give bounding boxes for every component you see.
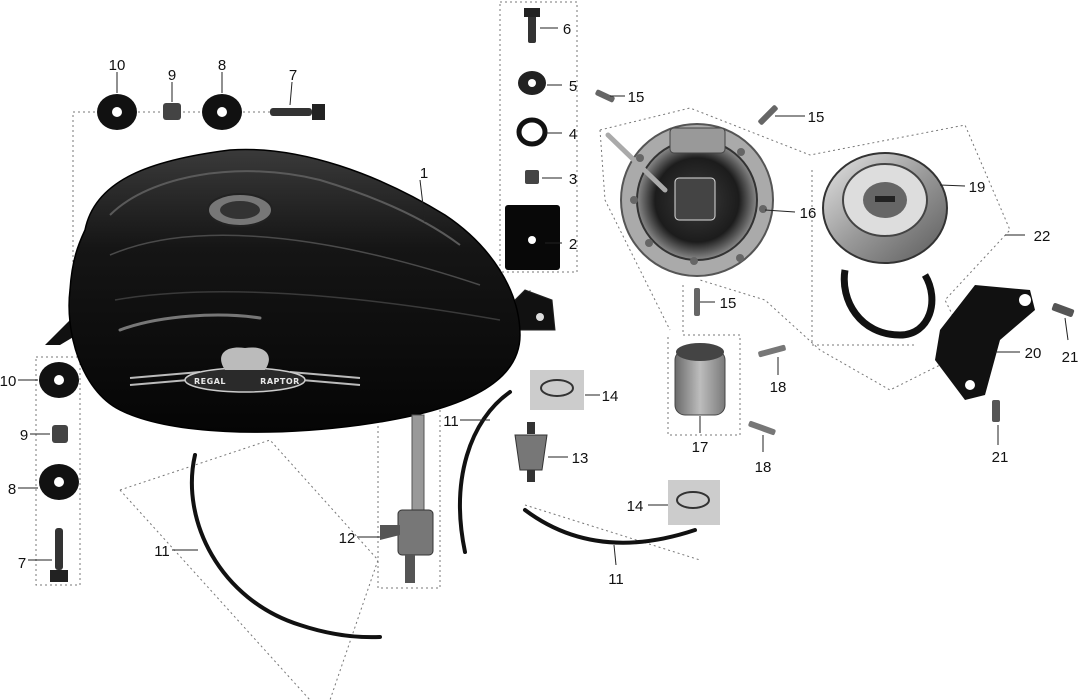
fuel-cap [605,123,774,277]
callout-11-right: 11 [608,571,624,588]
callout-15-lower: 15 [720,295,737,312]
bracket-stack-parts [505,8,560,270]
callout-11-center: 11 [443,413,459,430]
callout-19: 19 [969,179,986,196]
callout-11-left: 11 [154,543,170,560]
fuel-hoses [189,390,697,640]
callout-1: 1 [420,165,428,182]
fuel-tank: REGAL RAPTOR [45,148,556,433]
fuel-petcock [380,414,434,583]
switch-bracket-parts [935,285,1075,422]
callout-17: 17 [692,439,709,456]
callout-9-top: 9 [168,67,176,84]
callout-20: 20 [1025,345,1042,362]
callout-9-side: 9 [20,427,28,444]
lock-module-parts [674,343,786,436]
callout-3: 3 [569,171,577,188]
callout-15-right: 15 [808,109,825,126]
hose-clips [530,370,720,525]
callout-10-top: 10 [109,57,126,74]
callout-2: 2 [569,236,577,253]
callout-14-top: 14 [602,388,619,405]
callout-labels: 1 2 3 4 5 6 7 7 8 8 9 9 10 10 11 11 11 1… [0,21,1078,588]
callout-6: 6 [563,21,571,38]
callout-21-right: 21 [1062,349,1079,366]
leader-lines [18,27,1069,566]
emblem-left-text: REGAL [194,377,226,386]
callout-14-bottom: 14 [627,498,644,515]
callout-7-top: 7 [289,67,297,84]
callout-8-top: 8 [218,57,226,74]
callout-21-bottom: 21 [992,449,1009,466]
callout-12: 12 [339,530,356,547]
side-mount-parts [39,362,79,582]
callout-16: 16 [800,205,817,222]
callout-10-side: 10 [0,373,16,390]
callout-22: 22 [1034,228,1051,245]
callout-18-lower: 18 [755,459,772,476]
emblem-right-text: RAPTOR [260,377,300,386]
callout-7-side: 7 [18,555,26,572]
top-mount-parts [97,94,325,130]
callout-13: 13 [572,450,589,467]
callout-18-upper: 18 [770,379,787,396]
fuel-filter [514,422,548,482]
callout-15-left: 15 [628,89,645,106]
callout-4: 4 [569,126,577,143]
screws-15 [595,89,778,316]
callout-8-side: 8 [8,481,16,498]
assembly-guide-lines [35,1,1011,700]
callout-5: 5 [569,78,577,95]
ignition-switch [822,152,948,339]
